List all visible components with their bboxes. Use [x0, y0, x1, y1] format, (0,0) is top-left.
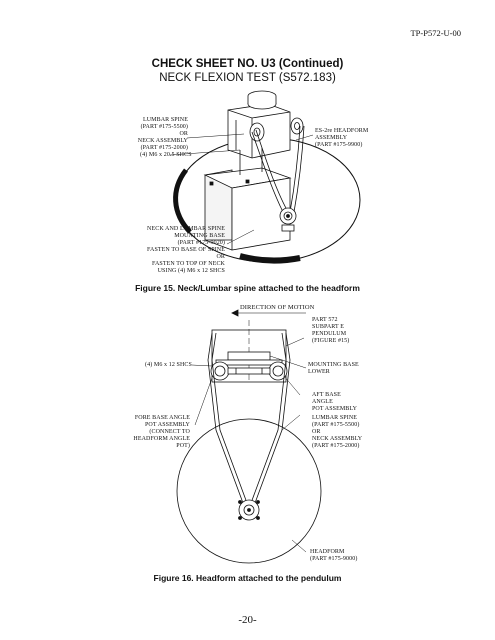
figure-15-drawing — [169, 90, 361, 264]
fig15-shcs-label: (4) M6 x 20.5 SHCS — [140, 152, 192, 158]
test-subtitle: NECK FLEXION TEST (S572.183) — [159, 72, 336, 84]
fig15-headform-label: ES-2re HEADFORM ASSEMBLY (PART #175-9900… — [315, 128, 369, 148]
mounting-base-lower — [227, 351, 271, 361]
fig16-shcs-label: (4) M6 x 12 SHCS — [145, 362, 192, 368]
fig16-pendulum-label: PART 572 SUBPART E PENDULUM (FIGURE #15) — [312, 317, 350, 344]
fig16-aft-pot-label: AFT BASE ANGLE POT ASSEMBLY — [312, 392, 358, 412]
fig16-headform-label: HEADFORM (PART #175-9000) — [310, 549, 358, 562]
figure-15-caption: Figure 15. Neck/Lumbar spine attached to… — [135, 283, 360, 293]
figure-16-drawing — [176, 309, 322, 564]
fig16-mounting-label: MOUNTING BASE LOWER — [308, 362, 359, 375]
fig15-lumbar-label: LUMBAR SPINE (PART #175-5500) OR NECK AS… — [137, 117, 188, 151]
fig16-fore-pot-label: FORE BASE ANGLE POT ASSEMBLY (CONNECT TO… — [133, 415, 190, 449]
fig16-direction-label: DIRECTION OF MOTION — [240, 304, 315, 311]
document-id: TP-P572-U-00 — [410, 28, 461, 38]
check-sheet-title: CHECK SHEET NO. U3 (Continued) — [151, 58, 344, 70]
figure-16-caption: Figure 16. Headform attached to the pend… — [153, 573, 342, 583]
page-number: -20- — [238, 614, 257, 626]
fig15-base-label: NECK AND LUMBAR SPINE MOUNTING BASE (PAR… — [147, 226, 225, 274]
fig16-lumbar-label: LUMBAR SPINE (PART #175-5500) OR NECK AS… — [312, 415, 363, 449]
headform-disk — [176, 418, 322, 564]
